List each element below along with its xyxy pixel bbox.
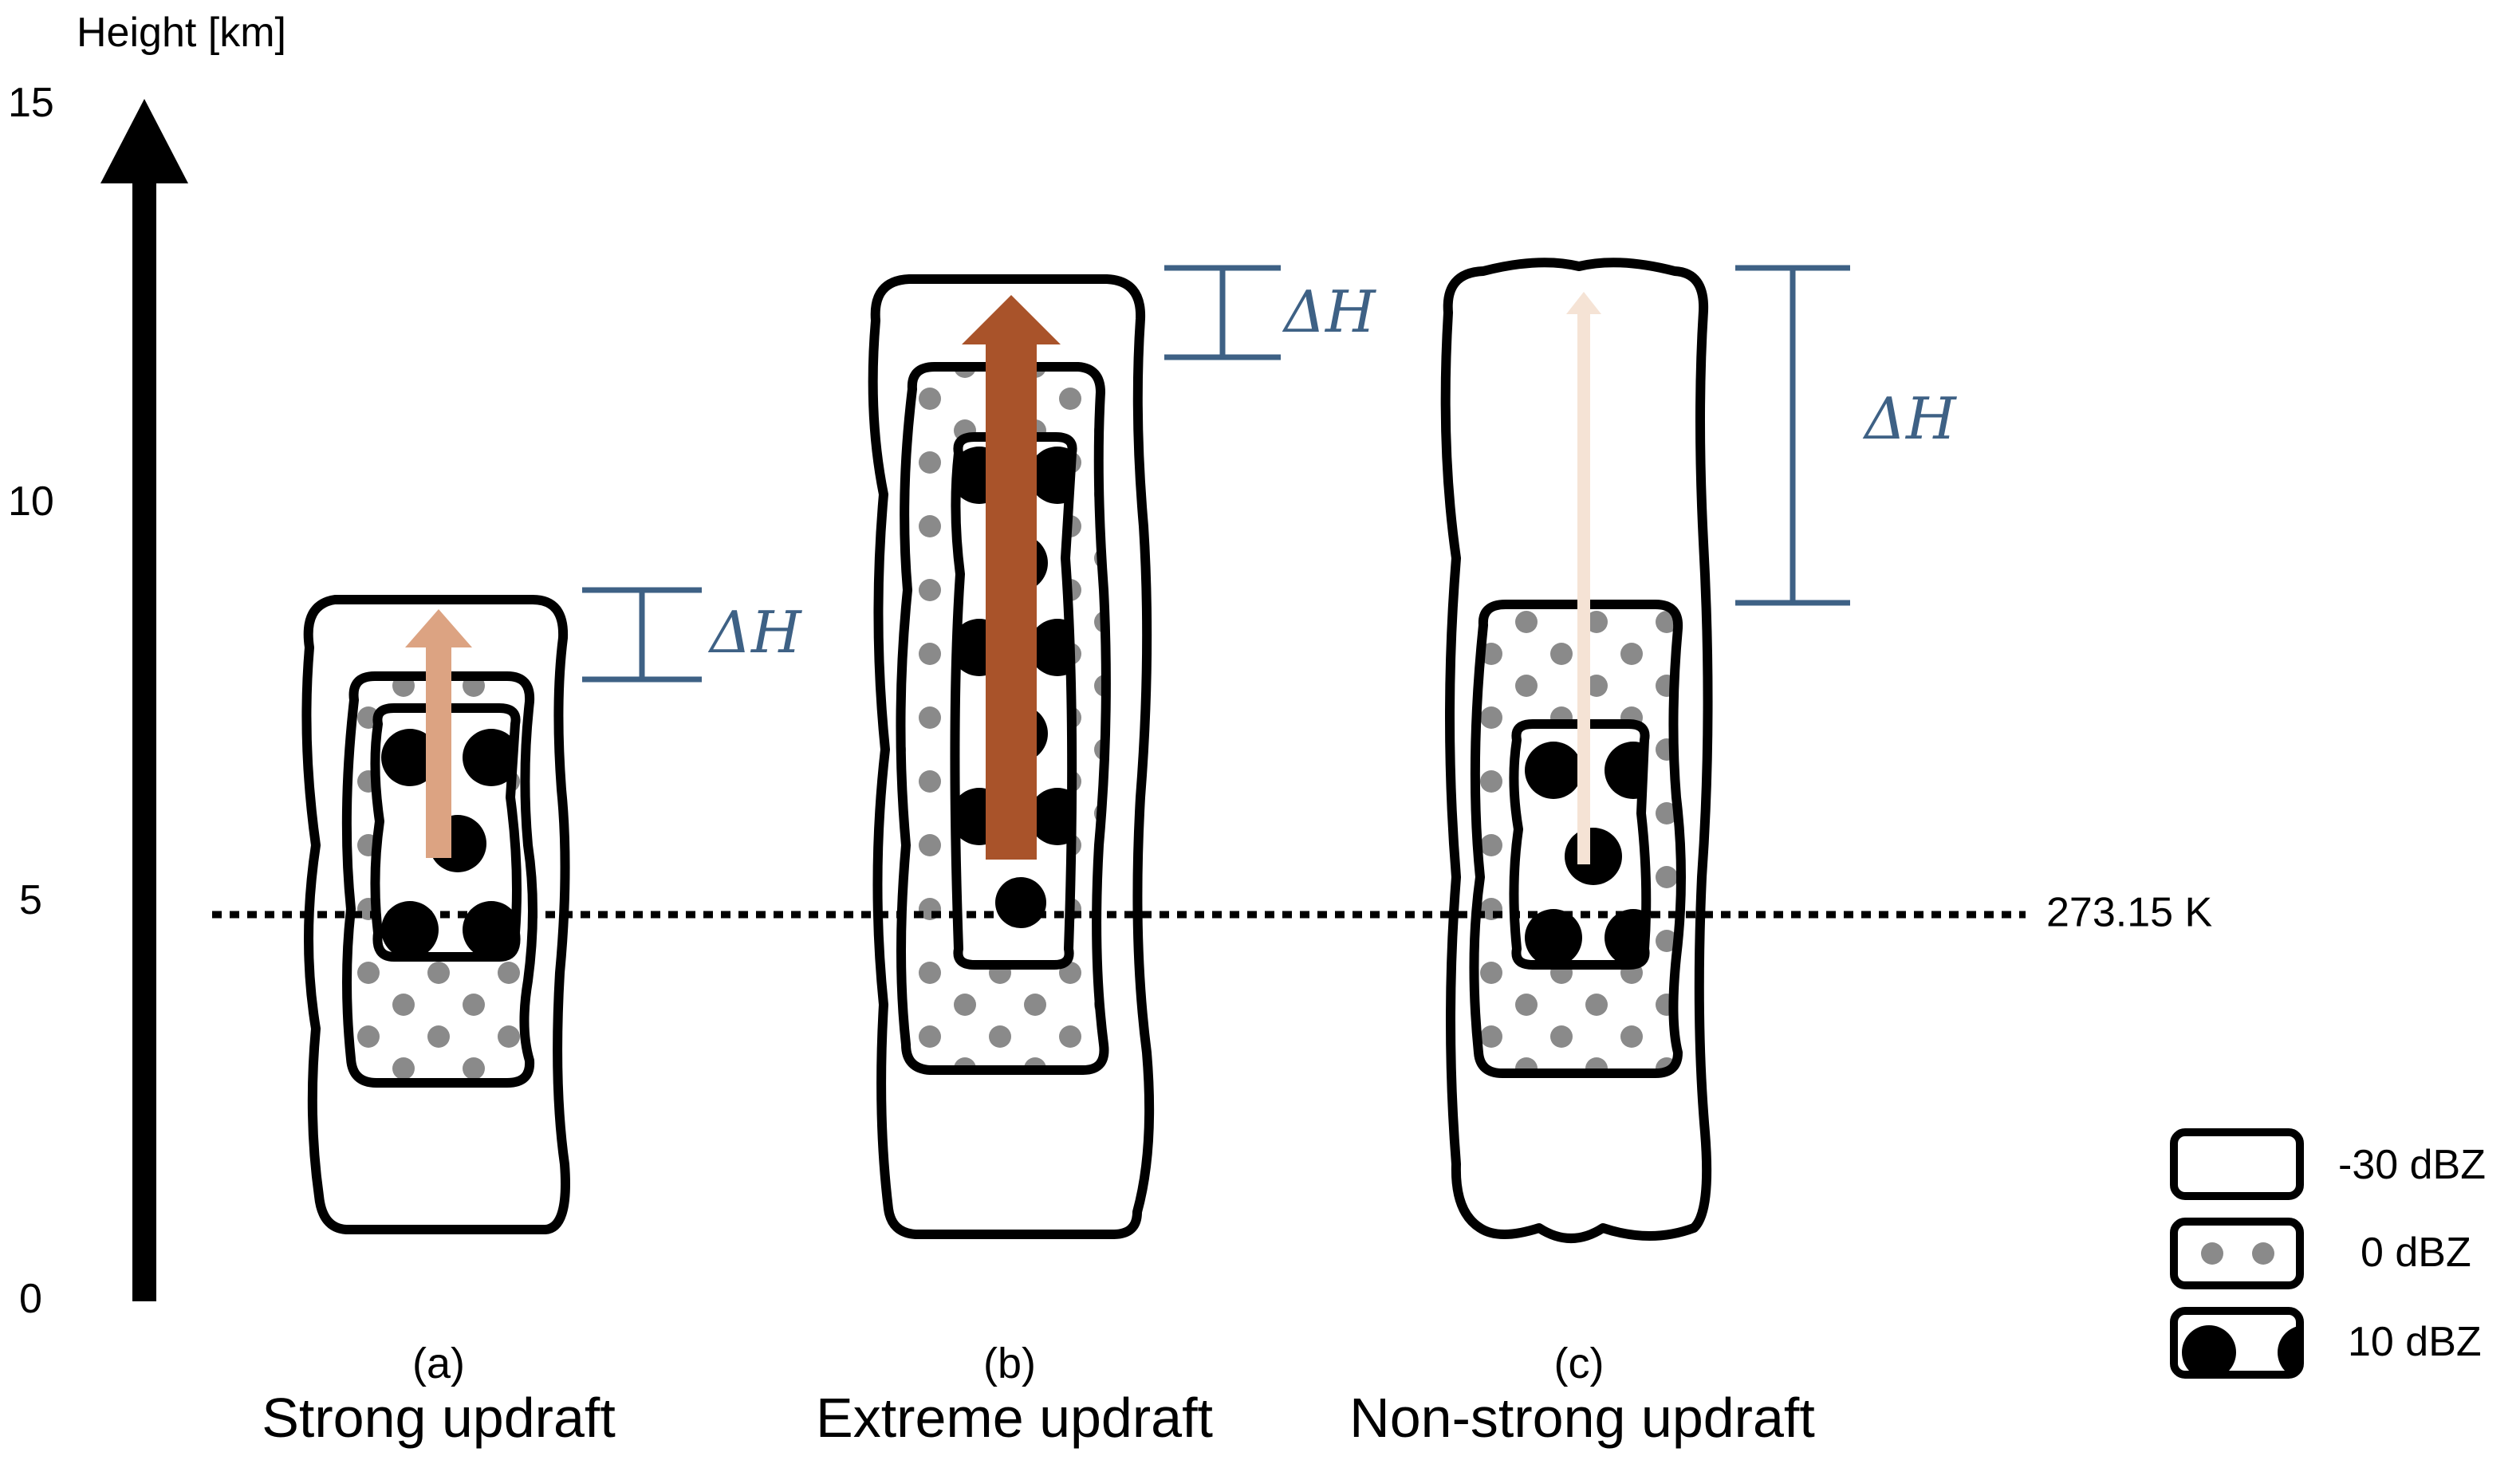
cloud-b-minus30-contour (868, 274, 1155, 1239)
legend-label-ten: 10 dBZ (2348, 1319, 2482, 1365)
cloud-c: ΔH (c) Non-strong updraft (1349, 258, 1957, 1449)
cloud-a-ten-dbz-dots (381, 729, 517, 957)
axis-title: Height [km] (77, 10, 286, 56)
case-letter-a: (a) (412, 1340, 465, 1387)
legend-label-minus30: -30 dBZ (2338, 1142, 2486, 1188)
cloud-c-zero-dbz-contour (1469, 600, 1686, 1078)
cloud-b-zero-dbz-contour (896, 362, 1111, 1075)
cloud-b-freezing-dot (995, 877, 1046, 928)
tick-label-10: 10 (8, 478, 54, 525)
case-title-a: Strong updraft (262, 1387, 616, 1449)
legend: -30 dBZ 0 dBZ 10 dBZ (2170, 1128, 2486, 1379)
cloud-b-ten-dbz-contour (950, 432, 1077, 970)
legend-swatch-zero (2170, 1218, 2304, 1289)
delta-h-label-a: ΔH (707, 599, 802, 666)
tick-label-15: 15 (8, 80, 54, 126)
cloud-a-minus30-contour (301, 595, 570, 1234)
height-axis: Height [km] 15 10 5 0 (8, 10, 286, 1322)
legend-swatch-ten (2170, 1307, 2304, 1379)
legend-label-zero: 0 dBZ (2361, 1230, 2471, 1276)
tick-label-5: 5 (19, 877, 42, 923)
case-title-c: Non-strong updraft (1349, 1387, 1815, 1449)
cloud-c-minus30-contour (1440, 258, 1713, 1243)
updraft-arrow-a (405, 609, 472, 858)
updraft-arrow-b (962, 295, 1061, 860)
legend-swatch-minus30 (2170, 1128, 2304, 1200)
delta-h-bracket-b (1164, 265, 1281, 360)
delta-h-bracket-a (582, 587, 702, 683)
case-letter-b: (b) (983, 1340, 1036, 1387)
case-title-b: Extreme updraft (816, 1387, 1213, 1449)
cloud-a-ten-dbz-contour (370, 703, 522, 962)
delta-h-bracket-c (1735, 265, 1850, 606)
delta-h-label-b: ΔH (1282, 278, 1376, 345)
cloud-c-ten-dbz-contour (1509, 719, 1652, 970)
freezing-level-label: 273.15 K (2046, 890, 2212, 936)
cloud-c-ten-dbz-dots (1525, 742, 1647, 965)
case-letter-c: (c) (1554, 1340, 1605, 1387)
tick-label-0: 0 (19, 1276, 42, 1322)
updraft-arrow-c (1566, 292, 1601, 864)
cloud-b: ΔH (b) Extreme updraft (816, 265, 1376, 1449)
cloud-a-zero-dbz-contour (341, 671, 537, 1088)
height-axis-arrowhead (100, 99, 188, 183)
cloud-a: ΔH (a) Strong updraft (262, 587, 802, 1449)
delta-h-label-c: ΔH (1862, 385, 1957, 452)
height-axis-shaft (132, 175, 156, 1301)
